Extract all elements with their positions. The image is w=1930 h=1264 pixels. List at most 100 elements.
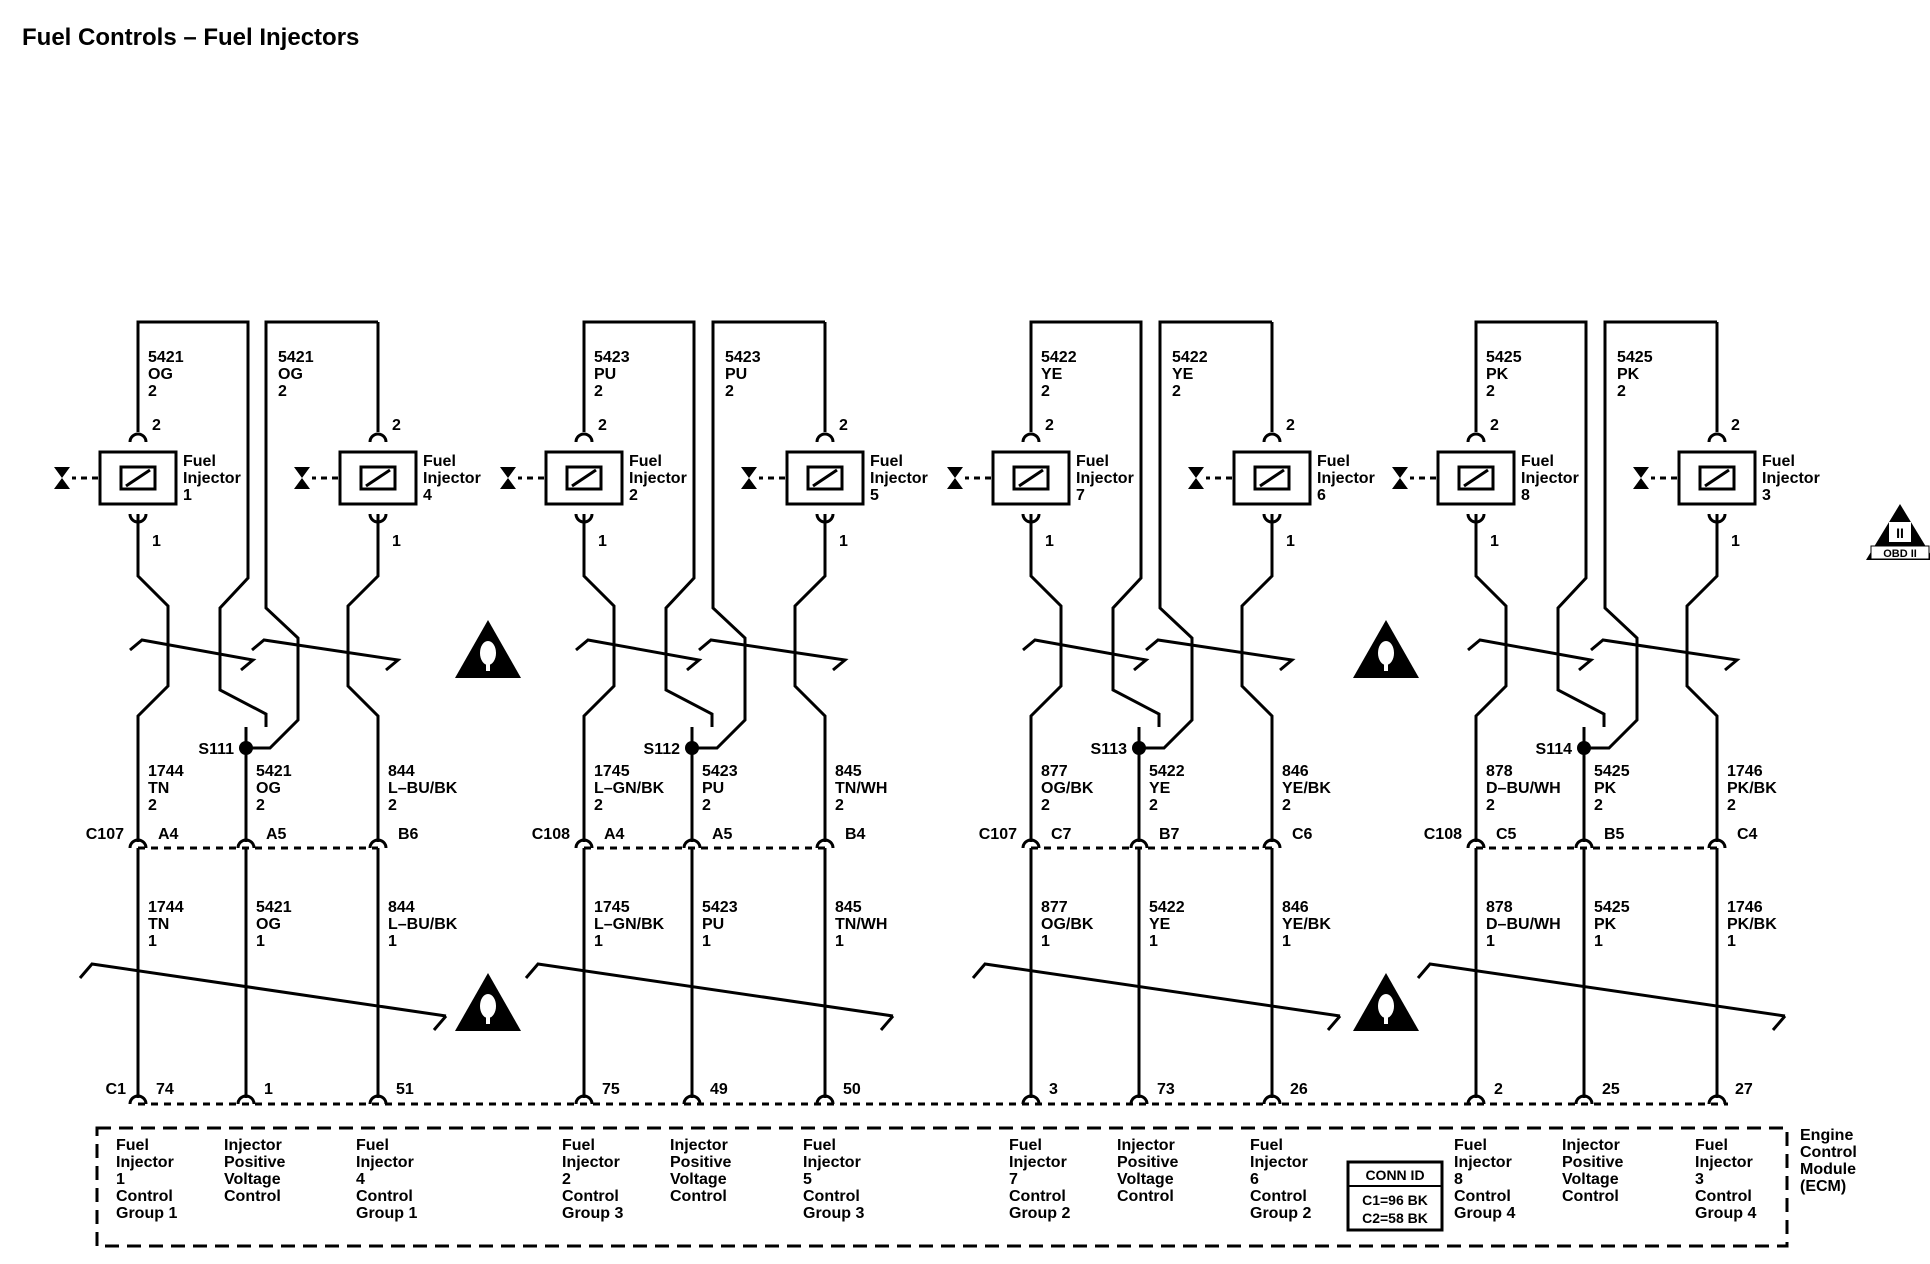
pin-arc-top	[574, 432, 594, 443]
ecm-function-label-line: Control	[1695, 1188, 1752, 1205]
supply-label-line: 2	[278, 383, 287, 400]
pin-arc-top	[815, 432, 835, 443]
supply-label-line: 5422	[1172, 349, 1208, 366]
wire-label-lower-line: 845	[835, 899, 862, 916]
control-wire-2	[346, 514, 380, 842]
wire-label-upper-line: PU	[702, 780, 724, 797]
supply-wire-2-top	[264, 320, 378, 432]
wire-break-mark	[251, 638, 402, 672]
supply-label-line: 2	[148, 383, 157, 400]
wire-label-upper-line: 2	[388, 797, 397, 814]
wire-label-lower-line: 5421	[256, 899, 292, 916]
ecm-pin-number: 50	[843, 1081, 861, 1098]
splice-node	[1132, 741, 1146, 755]
ecm-function-label-line: Injector	[1117, 1137, 1175, 1154]
ecm-function-label-line: 2	[562, 1171, 571, 1188]
ecm-function-label-line: Control	[1009, 1188, 1066, 1205]
pin-arc-top	[128, 432, 148, 443]
wire-label-upper-line: 878	[1486, 763, 1513, 780]
connector-pin-label: B5	[1604, 826, 1625, 843]
connector-pin	[368, 1094, 388, 1105]
wire-label-upper-line: 846	[1282, 763, 1309, 780]
wire-break-mark	[1416, 962, 1786, 1018]
caution-triangle-icon	[455, 620, 521, 678]
connector-pin	[682, 1094, 702, 1105]
connector-pin-label: C5	[1496, 826, 1517, 843]
caution-triangle-icon	[1353, 620, 1419, 678]
wire-label-lower-line: 5423	[702, 899, 738, 916]
caution-triangle-icon	[455, 973, 521, 1031]
wire-label-upper-line: 2	[835, 797, 844, 814]
ecm-function-label-line: Injector	[1009, 1154, 1067, 1171]
ecm-function-label-line: Voltage	[224, 1171, 281, 1188]
coil-slash	[365, 468, 391, 488]
connector-pin	[1021, 838, 1041, 849]
ecm-function-label-line: Group 1	[116, 1205, 177, 1222]
supply-label-line: OG	[278, 366, 303, 383]
supply-wire-1	[1029, 320, 1161, 727]
connector-pin	[1574, 838, 1594, 849]
supply-wire-1	[1474, 320, 1606, 727]
connector-pin	[1129, 838, 1149, 849]
ecm-module-label-line: Engine	[1800, 1127, 1853, 1144]
ecm-function-label-line: Positive	[1562, 1154, 1623, 1171]
wire-label-upper-line: YE/BK	[1282, 780, 1331, 797]
connector-id: C107	[979, 826, 1017, 843]
ecm-function-label-line: Control	[224, 1188, 281, 1205]
injector-label-line: Fuel	[423, 453, 456, 470]
injector-label-line: Injector	[1762, 470, 1820, 487]
ecm-pin-number: 2	[1494, 1081, 1503, 1098]
wire-label-lower-line: 1	[1041, 933, 1050, 950]
injector-pin-top: 2	[839, 417, 848, 434]
control-wire-2	[1685, 514, 1719, 842]
exclamation-body	[1378, 994, 1394, 1018]
ecm-function-label-line: Injector	[224, 1137, 282, 1154]
wire-label-lower-line: 1	[256, 933, 265, 950]
injector-label-line: Injector	[1317, 470, 1375, 487]
ecm-function-label-line: 3	[1695, 1171, 1704, 1188]
supply-label-line: OG	[148, 366, 173, 383]
ecm-pin-number: 75	[602, 1081, 620, 1098]
supply-wire-1	[582, 320, 714, 727]
connector-pin	[1129, 1094, 1149, 1105]
connector-pin-label: C7	[1051, 826, 1072, 843]
wire-label-lower-line: TN/WH	[835, 916, 887, 933]
wire-label-upper-line: 2	[1149, 797, 1158, 814]
supply-label-line: YE	[1172, 366, 1194, 383]
ecm-function-label-line: Fuel	[803, 1137, 836, 1154]
connector-pin	[1466, 1094, 1486, 1105]
fuel-injector	[947, 432, 1071, 524]
wire-label-upper-line: 1746	[1727, 763, 1763, 780]
wire-break-hook	[432, 1015, 448, 1031]
valve-icon	[54, 467, 70, 489]
connector-pin-label: B7	[1159, 826, 1180, 843]
wire-label-lower-line: 5422	[1149, 899, 1185, 916]
injector-label-line: Fuel	[183, 453, 216, 470]
valve-icon	[1188, 467, 1204, 489]
injector-pin-bottom: 1	[392, 533, 401, 550]
wire-label-lower-line: OG	[256, 916, 281, 933]
valve-icon	[500, 467, 516, 489]
supply-label-line: PK	[1486, 366, 1509, 383]
obd-text: OBD II	[1883, 548, 1917, 560]
connector-pin	[1707, 838, 1727, 849]
connector-pin	[815, 1094, 835, 1105]
injector-label-line: 3	[1762, 487, 1771, 504]
ecm-function-label-line: Voltage	[1562, 1171, 1619, 1188]
supply-label-line: 2	[725, 383, 734, 400]
connector-pin	[1466, 838, 1486, 849]
injector-pin-top: 2	[1045, 417, 1054, 434]
pin-arc-bottom	[128, 513, 148, 524]
injector-label-line: 1	[183, 487, 192, 504]
ecm-function-label-line: Injector	[116, 1154, 174, 1171]
injector-label-line: Injector	[629, 470, 687, 487]
wire-break-mark	[1467, 638, 1595, 672]
supply-label-line: 2	[1486, 383, 1495, 400]
wire-label-lower-line: 877	[1041, 899, 1068, 916]
wire-label-lower-line: L–BU/BK	[388, 916, 458, 933]
wire-label-lower-line: 846	[1282, 899, 1309, 916]
ecm-function-label-line: Voltage	[1117, 1171, 1174, 1188]
valve-icon	[1633, 467, 1649, 489]
wire-label-upper-line: D–BU/WH	[1486, 780, 1561, 797]
injector-label-line: Injector	[183, 470, 241, 487]
